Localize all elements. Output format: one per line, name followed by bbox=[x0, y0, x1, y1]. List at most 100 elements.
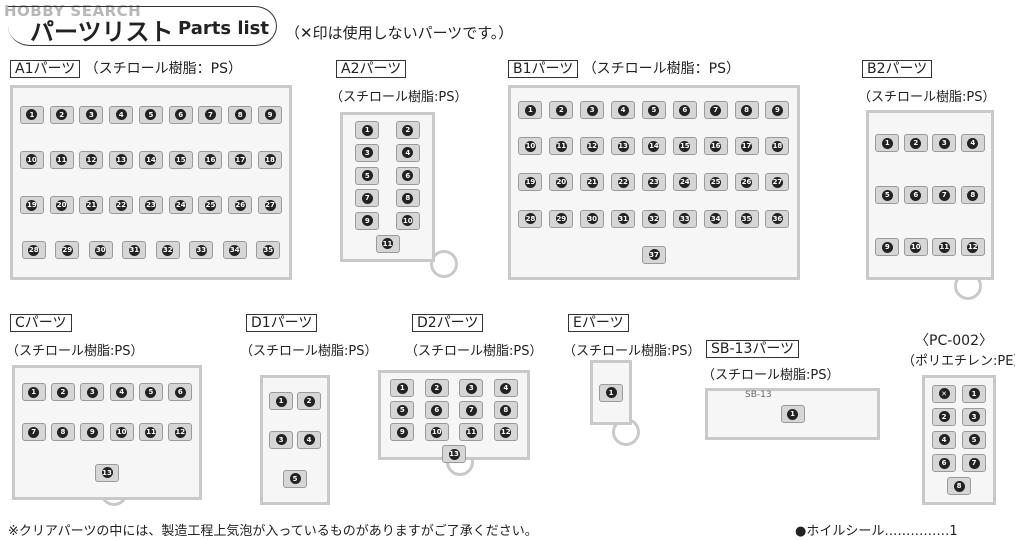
sprue-part: 5 bbox=[875, 186, 900, 204]
part-number: 1 bbox=[605, 387, 617, 398]
sprue-part: 34 bbox=[222, 241, 247, 260]
label-d2: D2パーツ bbox=[412, 312, 484, 332]
sprue-part: 3 bbox=[79, 105, 104, 124]
sprue-part: 8 bbox=[395, 189, 420, 208]
part-number: 8 bbox=[500, 404, 512, 416]
sprue-part: 2 bbox=[932, 407, 956, 426]
sprue-part: 5 bbox=[962, 430, 986, 449]
part-number: 24 bbox=[175, 199, 187, 211]
sprue-part: 2 bbox=[903, 134, 928, 152]
part-number: 16 bbox=[204, 154, 216, 166]
part-number: 24 bbox=[679, 176, 691, 188]
part-number: 3 bbox=[586, 104, 598, 116]
part-number: 1 bbox=[968, 388, 980, 400]
label-b2: B2パーツ bbox=[862, 58, 933, 78]
part-number: 4 bbox=[115, 109, 127, 121]
sprue-part: 23 bbox=[138, 196, 163, 215]
part-number: 27 bbox=[771, 176, 783, 188]
sprue-part: 1 bbox=[518, 101, 543, 120]
label-c: Cパーツ bbox=[10, 312, 72, 332]
sprue-part: 3 bbox=[580, 101, 605, 120]
sprue-part: 9 bbox=[390, 423, 415, 441]
sprue-part: 2 bbox=[424, 379, 449, 397]
part-number: 11 bbox=[465, 426, 477, 438]
sprue-part: 4 bbox=[395, 143, 420, 162]
part-number: 26 bbox=[741, 176, 753, 188]
sprue-part: 8 bbox=[493, 401, 518, 419]
part-number: 2 bbox=[402, 124, 414, 136]
part-number: 10 bbox=[26, 154, 38, 166]
part-number: 9 bbox=[361, 215, 373, 227]
sprue-part: 3 bbox=[459, 379, 484, 397]
sprue-part: 4 bbox=[493, 379, 518, 397]
sprue-part: 8 bbox=[228, 105, 253, 124]
part-number: 5 bbox=[289, 473, 301, 485]
label-pc002: 〈PC-002〉 bbox=[915, 330, 993, 350]
sprue-part: 6 bbox=[395, 166, 420, 185]
sprue-part: 12 bbox=[168, 423, 193, 442]
sprue-sb13: 1 bbox=[705, 388, 880, 440]
sprue-part: 32 bbox=[155, 241, 180, 260]
sprue-part: 19 bbox=[19, 196, 44, 215]
sprue-part: 7 bbox=[962, 454, 986, 473]
sprue-part: 11 bbox=[459, 423, 484, 441]
part-number: 22 bbox=[617, 176, 629, 188]
sprue-part: 6 bbox=[424, 401, 449, 419]
part-number: 26 bbox=[234, 199, 246, 211]
sprue-part: 13 bbox=[611, 137, 636, 156]
sprue-part: 6 bbox=[168, 383, 193, 402]
part-number: 18 bbox=[771, 140, 783, 152]
part-number: 35 bbox=[741, 213, 753, 225]
sprue-part: 31 bbox=[611, 209, 636, 228]
part-number: 11 bbox=[145, 426, 157, 438]
part-number: 12 bbox=[174, 426, 186, 438]
sprue-part: 25 bbox=[198, 196, 223, 215]
material-sb13: （スチロール樹脂:PS） bbox=[702, 368, 840, 383]
part-number: 15 bbox=[679, 140, 691, 152]
tag: SB-13パーツ bbox=[706, 340, 800, 358]
sprue-part: 19 bbox=[518, 173, 543, 192]
runner-gate bbox=[430, 250, 458, 278]
sprue-part: 12 bbox=[580, 137, 605, 156]
part-number: 5 bbox=[361, 170, 373, 182]
part-number: 9 bbox=[396, 426, 408, 438]
part-number: 2 bbox=[431, 382, 443, 394]
part-number: 30 bbox=[586, 213, 598, 225]
part-number: 6 bbox=[431, 404, 443, 416]
sprue-part: 30 bbox=[88, 241, 113, 260]
part-number: 5 bbox=[145, 386, 157, 398]
part-number: 15 bbox=[175, 154, 187, 166]
sprue-part: 35 bbox=[734, 209, 759, 228]
sprue-part: 18 bbox=[765, 137, 790, 156]
sprue-part: 10 bbox=[424, 423, 449, 441]
sprue-part: 28 bbox=[518, 209, 543, 228]
part-number: 11 bbox=[56, 154, 68, 166]
sprue-part: 22 bbox=[109, 196, 134, 215]
part-number: 5 bbox=[396, 404, 408, 416]
part-number: 7 bbox=[465, 404, 477, 416]
part-number: 3 bbox=[968, 411, 980, 423]
part-number: 4 bbox=[938, 434, 950, 446]
material: （スチロール樹脂：PS） bbox=[582, 61, 741, 77]
part-number: 37 bbox=[648, 249, 660, 261]
sprue-part: 15 bbox=[168, 150, 193, 169]
tag: D1パーツ bbox=[246, 314, 318, 332]
part-number: 5 bbox=[968, 434, 980, 446]
sprue-part: 17 bbox=[734, 137, 759, 156]
sprue-part: 8 bbox=[734, 101, 759, 120]
part-number: 1 bbox=[524, 104, 536, 116]
part-number: 5 bbox=[881, 189, 893, 201]
label-b1: B1パーツ （スチロール樹脂：PS） bbox=[508, 58, 740, 78]
material-c: （スチロール樹脂:PS） bbox=[6, 344, 144, 359]
sprue-part: 10 bbox=[518, 137, 543, 156]
tag: Cパーツ bbox=[10, 314, 72, 332]
part-number: 19 bbox=[524, 176, 536, 188]
part-number: 34 bbox=[710, 213, 722, 225]
part-number: 23 bbox=[648, 176, 660, 188]
material-d1: （スチロール樹脂:PS） bbox=[240, 344, 378, 359]
sprue-part: 11 bbox=[549, 137, 574, 156]
sprue-part: 11 bbox=[138, 423, 163, 442]
sprue-part: 3 bbox=[80, 383, 105, 402]
